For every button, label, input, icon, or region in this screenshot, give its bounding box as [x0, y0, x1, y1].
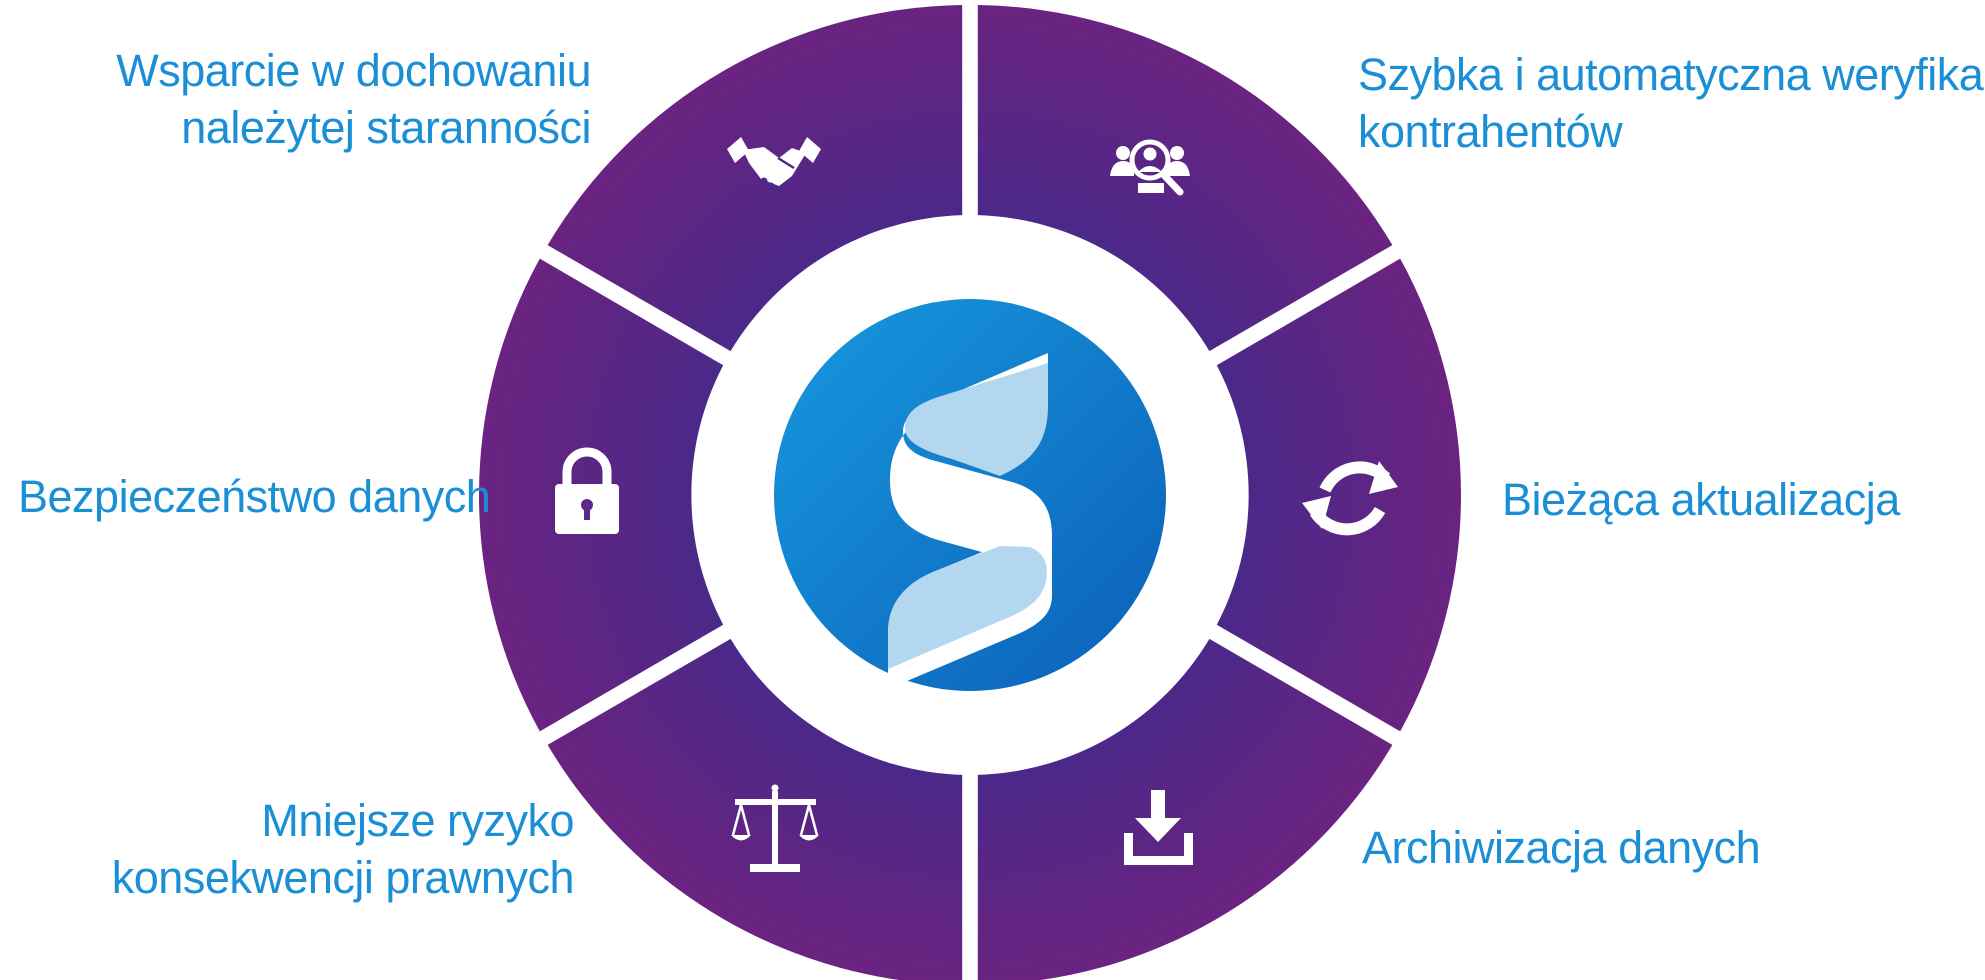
padlock-icon	[555, 447, 619, 534]
ring-segments	[479, 5, 1461, 980]
segment-due-diligence[interactable]	[547, 5, 963, 352]
segment-ongoing-update[interactable]	[1216, 258, 1461, 732]
sync-icon	[1302, 461, 1398, 536]
label-line: kontrahentów	[1358, 106, 1623, 157]
label-line: Bieżąca aktualizacja	[1502, 474, 1900, 525]
label-ongoing-update: Bieżąca aktualizacja	[1502, 471, 1900, 528]
label-due-diligence: Wsparcie w dochowaniu należytej staranno…	[116, 42, 591, 156]
segment-legal-risk[interactable]	[547, 638, 963, 980]
label-line: należytej staranności	[181, 102, 591, 153]
scales-icon	[731, 784, 819, 872]
segment-supplier-verification[interactable]	[977, 5, 1393, 352]
s-logo-icon	[888, 353, 1052, 689]
label-line: Szybka i automatyczna weryfikacja	[1358, 49, 1985, 100]
handshake-icon	[727, 137, 821, 194]
label-data-archiving: Archiwizacja danych	[1362, 819, 1761, 876]
label-line: Mniejsze ryzyko	[261, 795, 574, 846]
label-line: konsekwencji prawnych	[111, 852, 575, 903]
label-data-security: Bezpieczeństwo danych	[18, 468, 491, 525]
segment-data-archiving[interactable]	[977, 638, 1393, 980]
center-logo	[774, 299, 1166, 691]
person-search-icon	[1110, 139, 1190, 196]
label-line: Archiwizacja danych	[1362, 822, 1761, 873]
label-line: Bezpieczeństwo danych	[18, 471, 491, 522]
label-legal-risk: Mniejsze ryzyko konsekwencji prawnych	[111, 792, 575, 906]
label-supplier-verification: Szybka i automatyczna weryfikacja kontra…	[1358, 46, 1985, 160]
download-icon	[1124, 790, 1193, 865]
label-line: Wsparcie w dochowaniu	[116, 45, 591, 96]
